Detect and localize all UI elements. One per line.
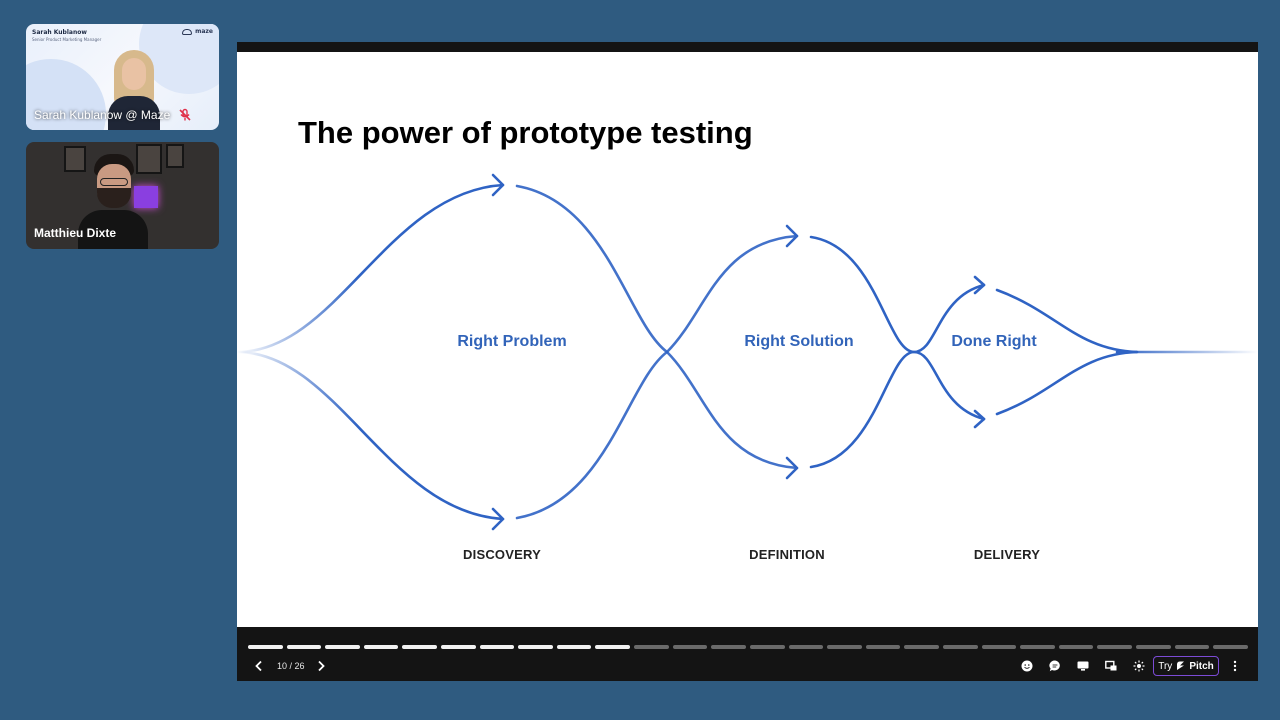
- phase-label-definition: DEFINITION: [749, 547, 825, 562]
- next-slide-button[interactable]: [313, 658, 329, 674]
- slide-title: The power of prototype testing: [298, 115, 753, 150]
- diverge-line-upper: [237, 183, 505, 354]
- progress-segment[interactable]: [402, 645, 438, 649]
- present-button[interactable]: [1075, 658, 1091, 674]
- double-diamond-diagram: [237, 173, 1258, 531]
- progress-segment[interactable]: [1213, 645, 1248, 649]
- progress-segment[interactable]: [595, 645, 631, 649]
- progress-segment[interactable]: [904, 645, 939, 649]
- arrow-head: [785, 224, 799, 248]
- diverge-line-lower: [237, 350, 505, 521]
- progress-segment[interactable]: [981, 645, 1017, 649]
- phase-label-discovery: DISCOVERY: [463, 547, 541, 562]
- progress-segment[interactable]: [1020, 645, 1055, 649]
- progress-segment[interactable]: [248, 645, 283, 649]
- try-label: Try: [1158, 660, 1173, 672]
- progress-segment[interactable]: [865, 645, 901, 649]
- more-icon: [1233, 660, 1237, 672]
- progress-segment[interactable]: [749, 645, 785, 649]
- converge-line-lower: [515, 234, 799, 520]
- wall-frame: [64, 146, 86, 172]
- converge-line-upper: [515, 184, 799, 470]
- stage-label-done-right: Done Right: [951, 333, 1037, 350]
- slide-counter: 10 / 26: [277, 661, 305, 671]
- arrow-head: [491, 173, 505, 197]
- stage-label-right-problem: Right Problem: [457, 333, 567, 350]
- progress-segment[interactable]: [1136, 645, 1171, 649]
- progress-segment[interactable]: [556, 645, 592, 649]
- progress-segment[interactable]: [711, 645, 746, 649]
- converge-line-upper: [995, 288, 1139, 354]
- previous-slide-button[interactable]: [251, 658, 267, 674]
- progress-segment[interactable]: [518, 645, 553, 649]
- participant-name: Matthieu Dixte: [34, 226, 117, 240]
- progress-segment[interactable]: [363, 645, 399, 649]
- progress-segment[interactable]: [441, 645, 476, 649]
- player-controls: 10 / 26 Try Pitch: [237, 654, 1258, 678]
- focus-button[interactable]: [1131, 658, 1147, 674]
- wall-frame: [136, 144, 162, 174]
- maze-logo-icon: [182, 28, 193, 35]
- arrow-head: [973, 275, 986, 295]
- wall-frame: [166, 144, 184, 168]
- slide: The power of prototype testing: [237, 52, 1258, 627]
- participant-tile-matthieu[interactable]: Matthieu Dixte: [26, 142, 219, 249]
- converge-line-lower: [995, 350, 1139, 416]
- progress-segment[interactable]: [1058, 645, 1094, 649]
- picture-in-picture-icon: [1105, 660, 1117, 671]
- emoji-icon: [1021, 660, 1033, 672]
- phase-label-delivery: DELIVERY: [973, 547, 1041, 562]
- progress-segment[interactable]: [479, 645, 515, 649]
- progress-segment[interactable]: [286, 645, 322, 649]
- chevron-right-icon: [318, 660, 325, 672]
- picture-in-picture-button[interactable]: [1103, 658, 1119, 674]
- participant-tile-sarah[interactable]: Sarah Kublanow Senior Product Marketing …: [26, 24, 219, 130]
- try-pitch-button[interactable]: Try Pitch: [1153, 656, 1219, 676]
- progress-segment[interactable]: [827, 645, 862, 649]
- reactions-button[interactable]: [1019, 658, 1035, 674]
- participant-name: Sarah Kublanow @ Maze: [34, 108, 171, 122]
- maze-logo-text: maze: [195, 28, 213, 35]
- presentation-viewer: The power of prototype testing: [237, 42, 1258, 681]
- maze-logo: maze: [182, 28, 213, 35]
- focus-icon: [1133, 660, 1145, 672]
- converge-line-lower: [809, 350, 986, 469]
- comments-button[interactable]: [1047, 658, 1063, 674]
- mic-off-icon: [179, 108, 191, 121]
- video-header-role: Senior Product Marketing Manager: [32, 37, 102, 42]
- pitch-label: Pitch: [1189, 660, 1214, 672]
- participant-video-matthieu: [78, 152, 148, 249]
- slide-progress-bar[interactable]: [248, 645, 1248, 649]
- progress-segment[interactable]: [1097, 645, 1133, 649]
- video-header-name: Sarah Kublanow: [32, 29, 87, 36]
- arrow-head: [785, 456, 799, 480]
- pitch-logo-icon: [1177, 661, 1185, 670]
- present-icon: [1077, 661, 1089, 671]
- arrow-head: [491, 507, 505, 531]
- progress-segment[interactable]: [325, 645, 360, 649]
- background-screen: [134, 186, 158, 208]
- chevron-left-icon: [255, 660, 262, 672]
- arrow-head: [973, 409, 986, 429]
- comment-icon: [1049, 660, 1060, 672]
- progress-segment[interactable]: [672, 645, 708, 649]
- progress-segment[interactable]: [1174, 645, 1210, 649]
- stage-label-right-solution: Right Solution: [744, 333, 854, 350]
- more-options-button[interactable]: [1227, 658, 1243, 674]
- progress-segment[interactable]: [942, 645, 978, 649]
- progress-segment[interactable]: [788, 645, 824, 649]
- participant-video-sarah: [108, 50, 160, 130]
- progress-segment[interactable]: [634, 645, 669, 649]
